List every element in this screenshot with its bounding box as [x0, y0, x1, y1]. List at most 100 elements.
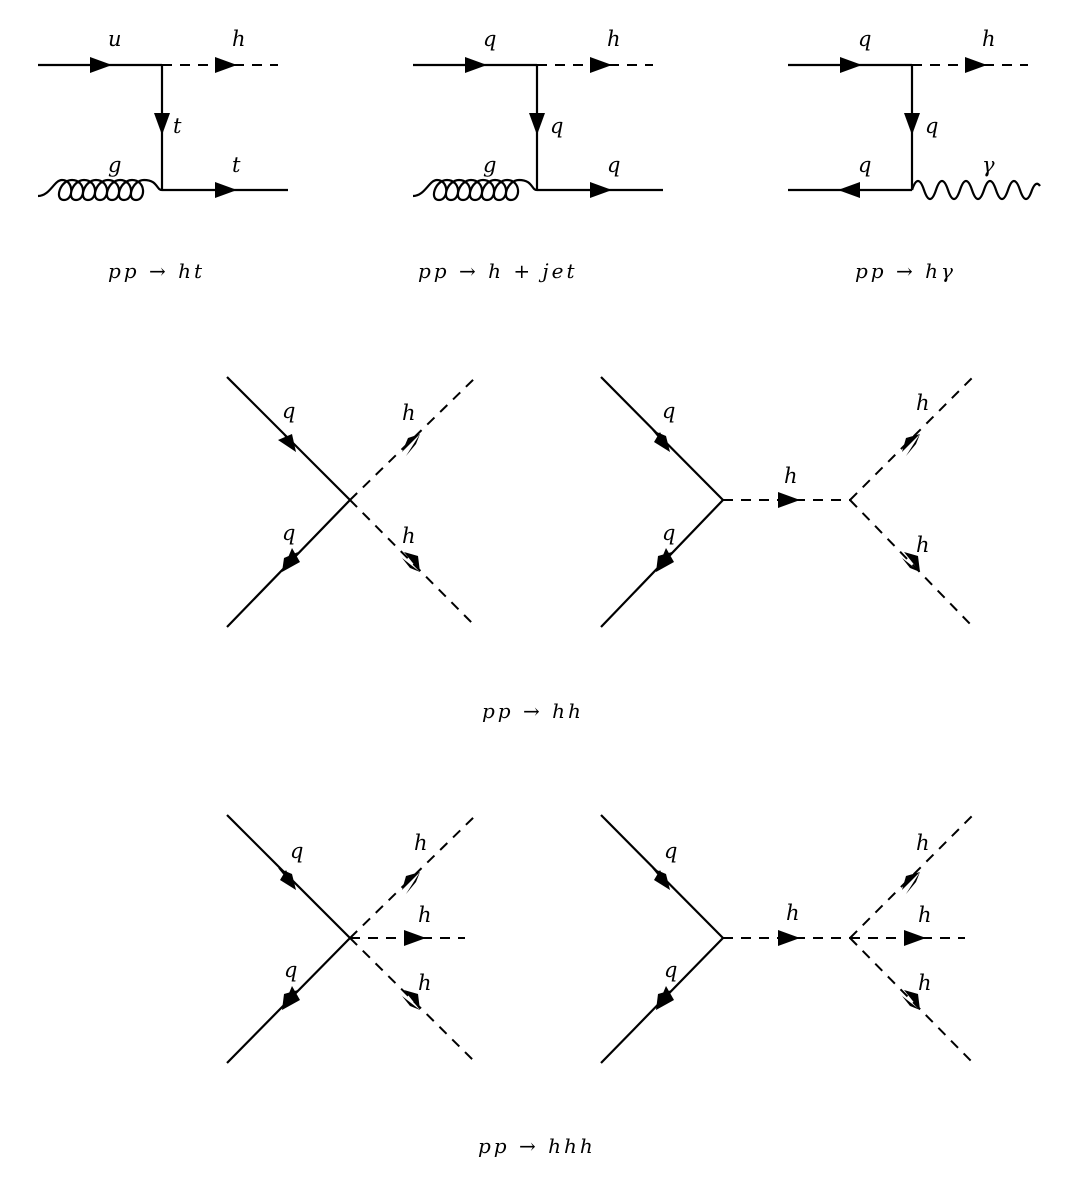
higgs-arrow — [590, 57, 612, 73]
fermion-arrow — [154, 113, 170, 135]
label-t: t — [173, 114, 182, 138]
higgs-arrow — [904, 552, 920, 572]
caption-pp-hh: pp → hh — [482, 699, 584, 723]
photon-line — [910, 179, 1041, 201]
label-h: h — [918, 971, 932, 995]
label-h: h — [232, 27, 246, 51]
caption-pp-ht: pp → ht — [108, 259, 205, 283]
fermion-arrow — [840, 57, 862, 73]
fermion-arrow — [529, 113, 545, 135]
fermion-arrow — [656, 986, 674, 1010]
label-h: h — [786, 901, 800, 925]
higgs-line — [849, 814, 974, 939]
higgs-line — [849, 376, 974, 501]
label-q: q — [483, 27, 496, 51]
label-q: q — [290, 839, 303, 863]
label-gamma: γ — [982, 153, 995, 177]
label-h: h — [402, 524, 416, 548]
higgs-arrow — [404, 552, 420, 572]
higgs-arrow — [902, 434, 920, 452]
label-u: u — [108, 27, 122, 51]
higgs-arrow — [902, 996, 920, 1010]
label-q: q — [858, 27, 871, 51]
higgs-arrow — [906, 434, 920, 456]
label-q: q — [664, 958, 677, 982]
higgs-arrow — [406, 872, 420, 894]
fermion-arrow — [654, 870, 670, 890]
higgs-line — [349, 937, 477, 1064]
higgs-arrow — [404, 930, 426, 946]
label-h: h — [982, 27, 996, 51]
diagram-hhh-contact: q q h h h — [226, 814, 477, 1064]
label-q: q — [550, 114, 563, 138]
label-h: h — [916, 391, 930, 415]
higgs-arrow — [402, 558, 420, 572]
higgs-arrow — [778, 492, 800, 508]
fermion-arrow — [838, 182, 860, 198]
label-h: h — [418, 903, 432, 927]
fermion-arrow — [654, 432, 670, 452]
gluon-line — [37, 178, 163, 202]
label-h: h — [607, 27, 621, 51]
diagram-hjet: q h q g q pp → h + jet — [412, 27, 663, 283]
fermion-arrow — [282, 986, 300, 1010]
label-g: g — [483, 153, 496, 177]
fermion-arrow — [280, 870, 296, 890]
fermion-arrow — [904, 113, 920, 135]
label-h: h — [916, 533, 930, 557]
label-q: q — [858, 153, 871, 177]
caption-pp-hhh: pp → hhh — [478, 1134, 596, 1158]
label-t: t — [232, 153, 241, 177]
label-q: q — [662, 521, 675, 545]
higgs-line — [849, 937, 974, 1064]
label-q: q — [607, 153, 620, 177]
higgs-line — [349, 499, 477, 628]
label-h: h — [418, 971, 432, 995]
label-q: q — [282, 521, 295, 545]
higgs-arrow — [906, 872, 920, 894]
fermion-arrow — [215, 182, 237, 198]
caption-pp-hgamma: pp → hγ — [855, 259, 956, 283]
diagram-ht: u h t g t pp → ht — [37, 27, 288, 283]
label-q: q — [925, 114, 938, 138]
higgs-arrow — [402, 996, 420, 1010]
higgs-arrow — [402, 434, 420, 452]
label-h: h — [402, 401, 416, 425]
diagram-hh-s-channel: q q h h h — [600, 376, 974, 628]
label-h: h — [918, 903, 932, 927]
higgs-arrow — [778, 930, 800, 946]
higgs-line — [849, 499, 974, 628]
caption-pp-hjet: pp → h + jet — [418, 259, 578, 283]
higgs-arrow — [904, 930, 926, 946]
fermion-arrow — [282, 548, 300, 572]
label-q: q — [662, 399, 675, 423]
fermion-arrow — [278, 434, 296, 452]
higgs-line — [349, 814, 477, 939]
higgs-line — [349, 376, 477, 501]
label-q: q — [284, 958, 297, 982]
higgs-arrow — [404, 990, 420, 1010]
label-h: h — [916, 831, 930, 855]
higgs-arrow — [904, 990, 920, 1010]
label-q: q — [282, 399, 295, 423]
fermion-arrow — [656, 548, 674, 572]
higgs-arrow — [406, 434, 420, 456]
fermion-arrow — [465, 57, 487, 73]
diagram-hhh-s-channel: q q h h h h — [600, 814, 974, 1064]
label-g: g — [108, 153, 121, 177]
higgs-arrow — [402, 872, 420, 890]
gluon-line — [412, 178, 538, 202]
fermion-arrow — [90, 57, 112, 73]
diagram-hh-contact: q q h h — [226, 376, 477, 628]
diagram-hgamma: q h q q γ pp → hγ — [788, 27, 1041, 283]
higgs-arrow — [965, 57, 987, 73]
label-h: h — [414, 831, 428, 855]
higgs-arrow — [902, 558, 920, 572]
label-q: q — [664, 839, 677, 863]
fermion-arrow — [590, 182, 612, 198]
higgs-arrow — [215, 57, 237, 73]
label-h: h — [784, 464, 798, 488]
higgs-arrow — [902, 872, 920, 890]
